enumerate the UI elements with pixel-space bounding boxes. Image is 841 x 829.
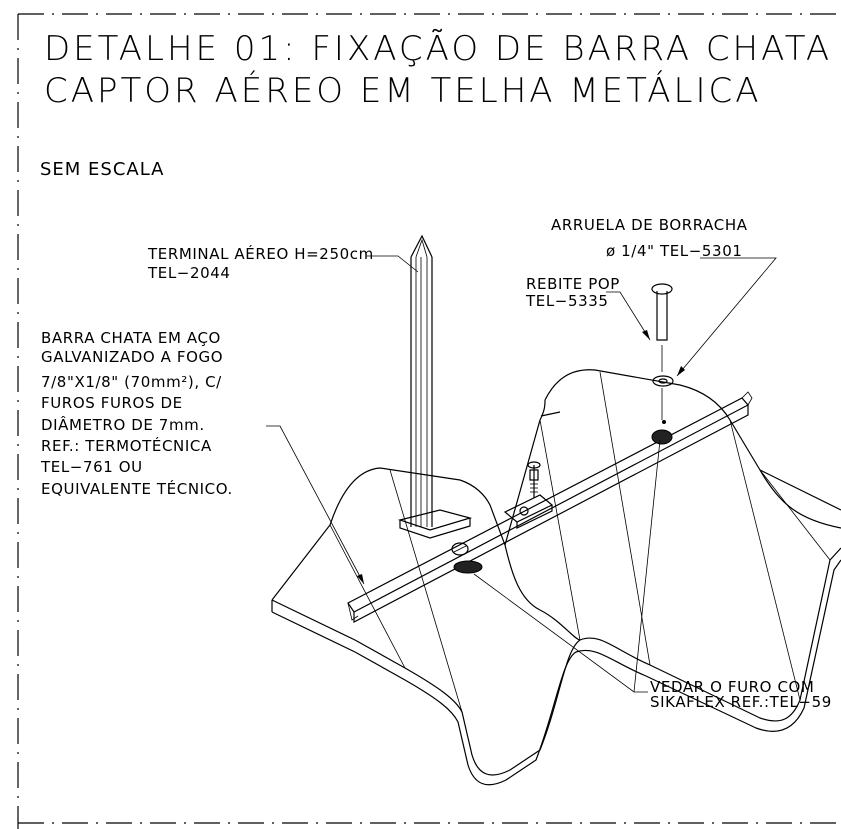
air-terminal-rod (397, 234, 473, 539)
flat-bar-label-line2: GALVANIZADO A FOGO (41, 348, 223, 366)
terminal-label-line1: TERMINAL AÉREO H=250cm (147, 244, 374, 263)
rubber-washer (652, 375, 674, 420)
leader-lines (266, 255, 777, 693)
clamp-bolt (527, 461, 541, 498)
flat-bar-label-line4: FUROS FUROS DE (41, 394, 183, 412)
pop-rivet (651, 283, 673, 372)
flat-bar-label-line6: REF.: TERMOTÉCNICA (41, 436, 212, 455)
drawing-frame (17, 13, 841, 829)
flat-bar-label-line3: 7/8"X1/8" (70mm²), C/ (41, 373, 222, 391)
drawing-title-line2: CAPTOR AÉREO EM TELHA METÁLICA (44, 70, 762, 111)
metal-roof-tile (271, 369, 841, 786)
rivet-label-line2: TEL−5335 (525, 292, 609, 310)
washer-label-line1: ARRUELA DE BORRACHA (551, 216, 748, 234)
washer-label-line2: ø 1/4" TEL−5301 (606, 242, 743, 260)
seal-label-line2: SIKAFLEX REF.:TEL−59 (650, 693, 832, 711)
flat-bar (347, 391, 753, 623)
drawing-title-line1: DETALHE 01: FIXAÇÃO DE BARRA CHATA E (44, 29, 841, 69)
terminal-label-line2: TEL−2044 (147, 264, 231, 282)
flat-bar-label-line8: EQUIVALENTE TÉCNICO. (41, 479, 233, 498)
flat-bar-label-line5: DIÂMETRO DE 7mm. (41, 415, 205, 434)
flat-bar-label-line7: TEL−761 OU (40, 458, 143, 476)
scale-note: SEM ESCALA (40, 159, 165, 180)
rivet-label-line1: REBITE POP (526, 275, 620, 293)
seal-label-line1: VEDAR O FURO COM (650, 678, 814, 696)
flat-bar-label-line1: BARRA CHATA EM AÇO (41, 329, 221, 347)
